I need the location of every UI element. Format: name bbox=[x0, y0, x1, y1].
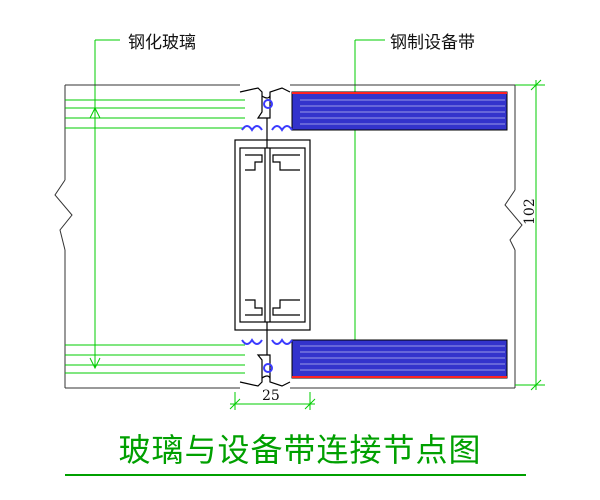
height-dimension-text: 102 bbox=[522, 198, 538, 225]
gaskets bbox=[241, 99, 293, 373]
steel-band-bottom-panel bbox=[291, 339, 508, 379]
width-dimension bbox=[229, 392, 316, 410]
title-underline bbox=[65, 474, 526, 476]
steel-band-label: 钢制设备带 bbox=[390, 33, 475, 53]
glass-label: 钢化玻璃 bbox=[128, 33, 196, 53]
connector-profile bbox=[234, 87, 311, 387]
height-dimension bbox=[515, 79, 545, 391]
steel-band-outline bbox=[290, 84, 523, 389]
steel-band-leader bbox=[354, 39, 385, 368]
width-dimension-text: 25 bbox=[262, 388, 280, 404]
glass-outline bbox=[54, 84, 245, 389]
steel-band-top-panel bbox=[291, 91, 508, 131]
diagram-title: 玻璃与设备带连接节点图 bbox=[118, 431, 482, 469]
glass-leader bbox=[89, 39, 120, 370]
